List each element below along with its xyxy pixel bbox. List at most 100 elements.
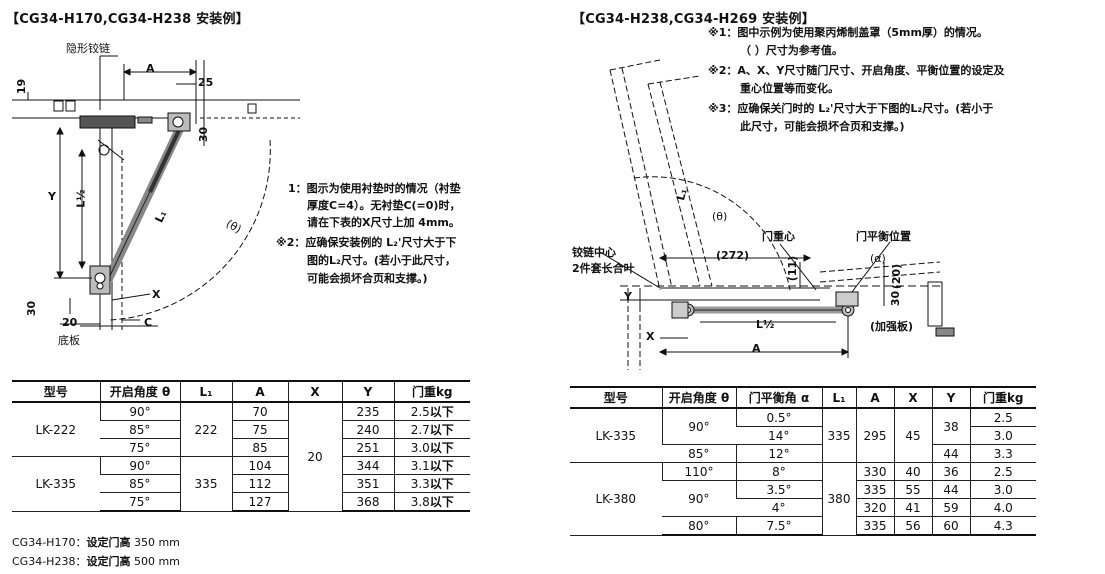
table-row: 85° 75 240 2.7以下 [12, 420, 470, 439]
right-note-1: ※1：图中示例为使用聚丙烯制盖罩（5mm厚）的情况。 [708, 26, 988, 39]
model-cell: LK-335 [570, 408, 662, 463]
alpha-cell: 7.5° [735, 516, 822, 536]
col-header: 型号 [12, 380, 100, 403]
y-cell: 240 [341, 420, 394, 439]
right-dim-30-label: 30 [889, 290, 903, 307]
theta-cell: 85° [662, 444, 736, 463]
table-header-row: 型号 开启角度 θ 门平衡角 α L₁ A X Y 门重kg [570, 386, 1036, 409]
table-row: 85° 112 351 3.3以下 [12, 474, 470, 493]
left-title: 【CG34-H170,CG34-H238 安装例】 [6, 12, 249, 27]
right-dim-y-label: Y [624, 290, 632, 303]
reinforcement-label: (加强板) [870, 320, 914, 333]
a-cell: 104 [231, 456, 288, 475]
two-piece-hinge-label: 2件套长合叶 [572, 262, 635, 275]
dim-x-label: X [152, 288, 161, 301]
l1-cell: 380 [821, 462, 856, 536]
y-cell: 44 [931, 444, 970, 463]
right-dim-20-label: (20) [890, 263, 904, 290]
table-row: LK-335 90° 0.5° 335 295 45 38 2.5 [570, 408, 1036, 463]
a-cell: 75 [231, 420, 288, 439]
table-row: 75° 85 251 3.0以下 [12, 438, 470, 457]
y-cell: 36 [931, 462, 970, 481]
col-header: 门平衡角 α [735, 386, 822, 409]
footer-line-2: CG34-H238：设定门高 500 mm [12, 555, 180, 568]
left-note-2: 厚度C=4）。无衬垫C(=0)时， [307, 199, 461, 212]
weight-cell: 2.5 [969, 462, 1036, 481]
dim-c-label: C [144, 316, 153, 329]
angle-cell: 85° [100, 474, 180, 493]
right-note-2: （ ）尺寸为参考值。 [740, 44, 843, 57]
weight-cell: 3.3 [969, 444, 1036, 463]
a-cell: 335 [855, 480, 894, 499]
theta-cell: 80° [662, 516, 736, 536]
weight-cell: 2.7以下 [393, 420, 470, 439]
y-cell: 38 [931, 408, 970, 445]
right-title: 【CG34-H238,CG34-H269 安装例】 [572, 12, 815, 27]
weight-cell: 2.5以下 [393, 402, 470, 421]
alpha-cell: 8° [735, 462, 822, 481]
left-note-3: 请在下表的X尺寸上加 4mm。 [307, 216, 460, 229]
right-note-6: 此尺寸，可能会损坏合页和支撑。) [740, 120, 905, 133]
right-note-4: 重心位置等而变化。 [740, 82, 839, 95]
right-dim-a-label: A [752, 342, 761, 355]
angle-cell: 75° [100, 438, 180, 457]
right-theta-label: (θ) [712, 210, 728, 223]
angle-cell: 90° [99, 402, 180, 421]
angle-cell: 85° [100, 420, 180, 439]
a-cell: 295 [855, 408, 894, 463]
weight-cell: 3.1以下 [393, 456, 470, 475]
weight-cell: 4.3 [969, 516, 1036, 536]
table-row: 85° 12° 44 3.3 [570, 444, 1036, 463]
weight-cell: 3.3以下 [393, 474, 470, 493]
l1-cell: 335 [179, 456, 232, 512]
table-row: 4° 320 41 59 4.0 [570, 498, 1036, 517]
y-cell: 344 [341, 456, 394, 475]
dim-a-label: A [146, 62, 155, 75]
col-header: Y [931, 386, 970, 409]
table-row: 90° 3.5° 335 55 44 3.0 [570, 480, 1036, 517]
theta-cell: 90° [661, 408, 736, 445]
a-cell: 70 [231, 402, 288, 421]
col-header: 开启角度 θ [661, 386, 736, 409]
col-header: 门重kg [969, 386, 1036, 409]
dim-25-label: 25 [198, 76, 214, 89]
hidden-hinge-label: 隐形铰链 [66, 42, 110, 55]
model-cell: LK-222 [12, 402, 100, 457]
base-label: 底板 [58, 334, 80, 347]
table-row: 75° 127 368 3.8以下 [12, 492, 470, 512]
col-header: X [893, 386, 932, 409]
col-header: L₁ [821, 386, 856, 409]
l1-cell: 335 [821, 408, 856, 463]
a-cell: 112 [231, 474, 288, 493]
col-header: 开启角度 θ [99, 380, 180, 403]
table-row: 80° 7.5° 335 56 60 4.3 [570, 516, 1036, 536]
right-spec-table: 型号 开启角度 θ 门平衡角 α L₁ A X Y 门重kg LK-335 90… [570, 386, 1036, 536]
alpha-cell: 0.5° [735, 408, 822, 427]
y-cell: 351 [341, 474, 394, 493]
y-cell: 251 [341, 438, 394, 457]
angle-cell: 90° [99, 456, 180, 475]
alpha-label: (α) [870, 252, 886, 265]
table-header-row: 型号 开启角度 θ L₁ A X Y 门重kg [12, 380, 470, 403]
alpha-cell: 3.5° [735, 480, 822, 499]
dim-y-label: Y [48, 190, 56, 203]
theta-cell: 90° [662, 480, 736, 517]
dim-272-label: (272) [716, 249, 750, 262]
a-cell: 335 [855, 516, 894, 536]
a-cell: 127 [231, 492, 288, 512]
col-header: Y [341, 380, 394, 403]
weight-cell: 3.8以下 [393, 492, 470, 512]
alpha-cell: 4° [736, 498, 822, 517]
right-note-3: ※2：A、X、Y尺寸随门尺寸、开启角度、平衡位置的设定及 [708, 64, 1005, 77]
y-cell: 44 [931, 480, 970, 499]
alpha-cell: 12° [735, 444, 822, 463]
alpha-cell: 14° [736, 426, 822, 445]
x-cell: 55 [893, 480, 932, 499]
col-header: L₁ [179, 380, 232, 403]
left-spec-table: 型号 开启角度 θ L₁ A X Y 门重kg LK-222 90° 222 7… [12, 380, 470, 512]
table-row: LK-380 110° 8° 380 330 40 36 2.5 [570, 462, 1036, 536]
table-row: LK-335 90° 335 104 344 3.1以下 [12, 456, 470, 512]
col-header: A [855, 386, 894, 409]
y-cell: 59 [931, 498, 970, 517]
door-balance-label: 门平衡位置 [856, 230, 911, 243]
